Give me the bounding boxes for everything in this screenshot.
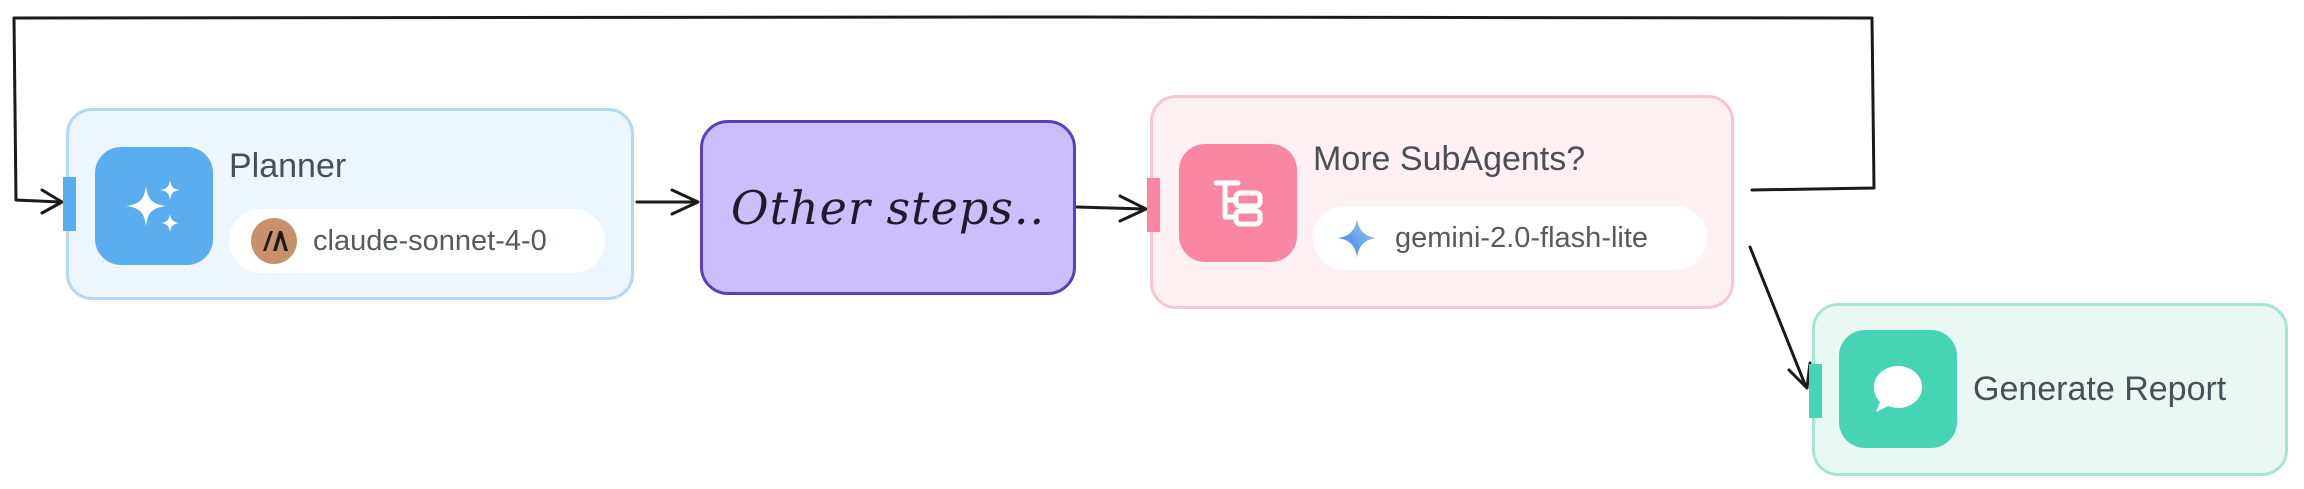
subagents-input-handle[interactable] — [1147, 178, 1160, 232]
subagents-node[interactable]: More SubAgents? gemini-2.0-flash-lite — [1147, 95, 1734, 309]
subagents-icon-tile — [1179, 144, 1297, 262]
loop-back-arrow — [12, 15, 1876, 204]
sparkles-icon — [126, 180, 180, 232]
gemini-sparkle-icon — [1337, 218, 1377, 258]
report-icon-tile — [1839, 330, 1957, 448]
planner-model-label: claude-sonnet-4-0 — [313, 224, 547, 257]
other-steps-node[interactable]: Other steps.. — [700, 120, 1076, 295]
anthropic-logo-icon — [251, 218, 297, 264]
planner-model-badge[interactable]: claude-sonnet-4-0 — [229, 209, 605, 273]
loop-back-arrowhead — [40, 188, 64, 215]
steps-to-subagents-arrowhead — [1118, 194, 1148, 223]
planner-input-handle[interactable] — [63, 177, 76, 231]
subagents-model-badge[interactable]: gemini-2.0-flash-lite — [1313, 206, 1707, 270]
chat-bubble-icon — [1874, 366, 1922, 412]
subagents-to-report-arrow — [1748, 245, 1808, 389]
planner-to-steps-arrowhead — [670, 188, 700, 216]
planner-icon-tile — [95, 147, 213, 265]
subagents-model-label: gemini-2.0-flash-lite — [1395, 221, 1649, 254]
subagents-title: More SubAgents? — [1313, 140, 1586, 178]
planner-title: Planner — [229, 147, 347, 185]
report-node[interactable]: Generate Report — [1809, 303, 2288, 476]
planner-node[interactable]: Planner claude-sonnet-4-0 — [63, 108, 634, 300]
other-steps-label: Other steps.. — [730, 180, 1046, 235]
report-title: Generate Report — [1973, 370, 2227, 408]
steps-to-subagents-arrow — [1075, 205, 1146, 211]
subagents-tree-icon — [1213, 180, 1263, 227]
report-input-handle[interactable] — [1809, 364, 1822, 418]
